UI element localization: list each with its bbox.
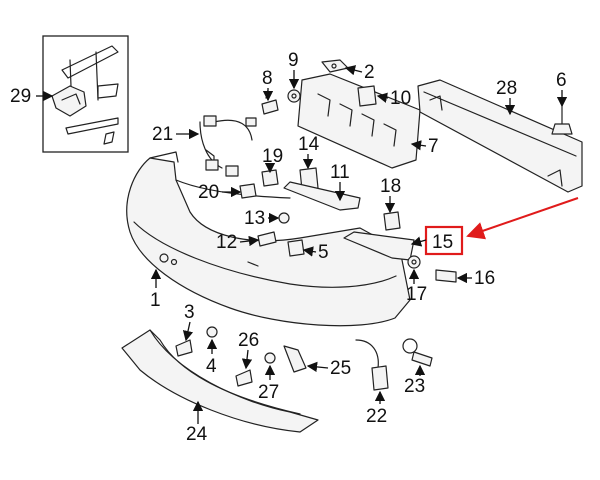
- inset-box: [42, 35, 129, 153]
- callout-3: 3: [184, 302, 195, 323]
- reinforcement-bar: [417, 79, 583, 193]
- reflector-22: [355, 339, 389, 391]
- callout-18: 18: [380, 176, 401, 197]
- callout-8: 8: [262, 68, 273, 89]
- bracket-25: [283, 345, 307, 373]
- callout-29: 29: [10, 86, 31, 107]
- callout-9: 9: [288, 50, 299, 71]
- washer-4: [206, 326, 218, 338]
- bracket-11: [283, 181, 361, 211]
- screw-3: [175, 339, 193, 357]
- tow-eye-23: [402, 338, 433, 367]
- callout-26: 26: [238, 330, 259, 351]
- callout-6: 6: [556, 70, 567, 91]
- callout-19: 19: [262, 146, 283, 167]
- callout-12: 12: [216, 232, 237, 253]
- callout-13: 13: [244, 208, 265, 229]
- energy-absorber: [297, 73, 421, 169]
- callout-10: 10: [390, 88, 411, 109]
- clip-18: [383, 211, 401, 231]
- bolt-8: [261, 89, 279, 115]
- callout-14: 14: [298, 134, 320, 155]
- washer-13: [278, 212, 290, 224]
- washer-27: [264, 352, 276, 364]
- callout-28: 28: [496, 78, 517, 99]
- callout-24: 24: [186, 424, 208, 445]
- nut-9: [287, 89, 301, 103]
- callout-25: 25: [330, 358, 351, 379]
- bolt-6: [551, 105, 573, 135]
- sensor-19: [261, 169, 279, 187]
- clip-2: [321, 59, 349, 73]
- side-bracket-15: [343, 231, 415, 261]
- lower-valance: [121, 329, 319, 433]
- callout-4: 4: [206, 356, 217, 377]
- callout-21: 21: [152, 124, 173, 145]
- callout-20: 20: [198, 182, 219, 203]
- callout-11: 11: [330, 162, 350, 183]
- callout-17: 17: [406, 284, 427, 305]
- callout-1: 1: [150, 290, 161, 311]
- clip-5: [287, 239, 305, 257]
- washer-17: [407, 255, 421, 269]
- callout-15: 15: [432, 232, 453, 253]
- callout-7: 7: [428, 136, 439, 157]
- screw-12: [257, 231, 277, 247]
- callout-23: 23: [404, 376, 425, 397]
- callout-16: 16: [474, 268, 495, 289]
- callout-2: 2: [364, 62, 375, 83]
- highlight-arrow: [466, 197, 579, 240]
- callout-22: 22: [366, 406, 387, 427]
- sensor-bracket-20: [239, 183, 257, 199]
- screw-26: [235, 369, 253, 387]
- callout-5: 5: [318, 242, 329, 263]
- callout-27: 27: [258, 382, 279, 403]
- clip-10: [357, 85, 377, 107]
- wiring-harness: [199, 115, 257, 177]
- screw-16: [435, 269, 457, 283]
